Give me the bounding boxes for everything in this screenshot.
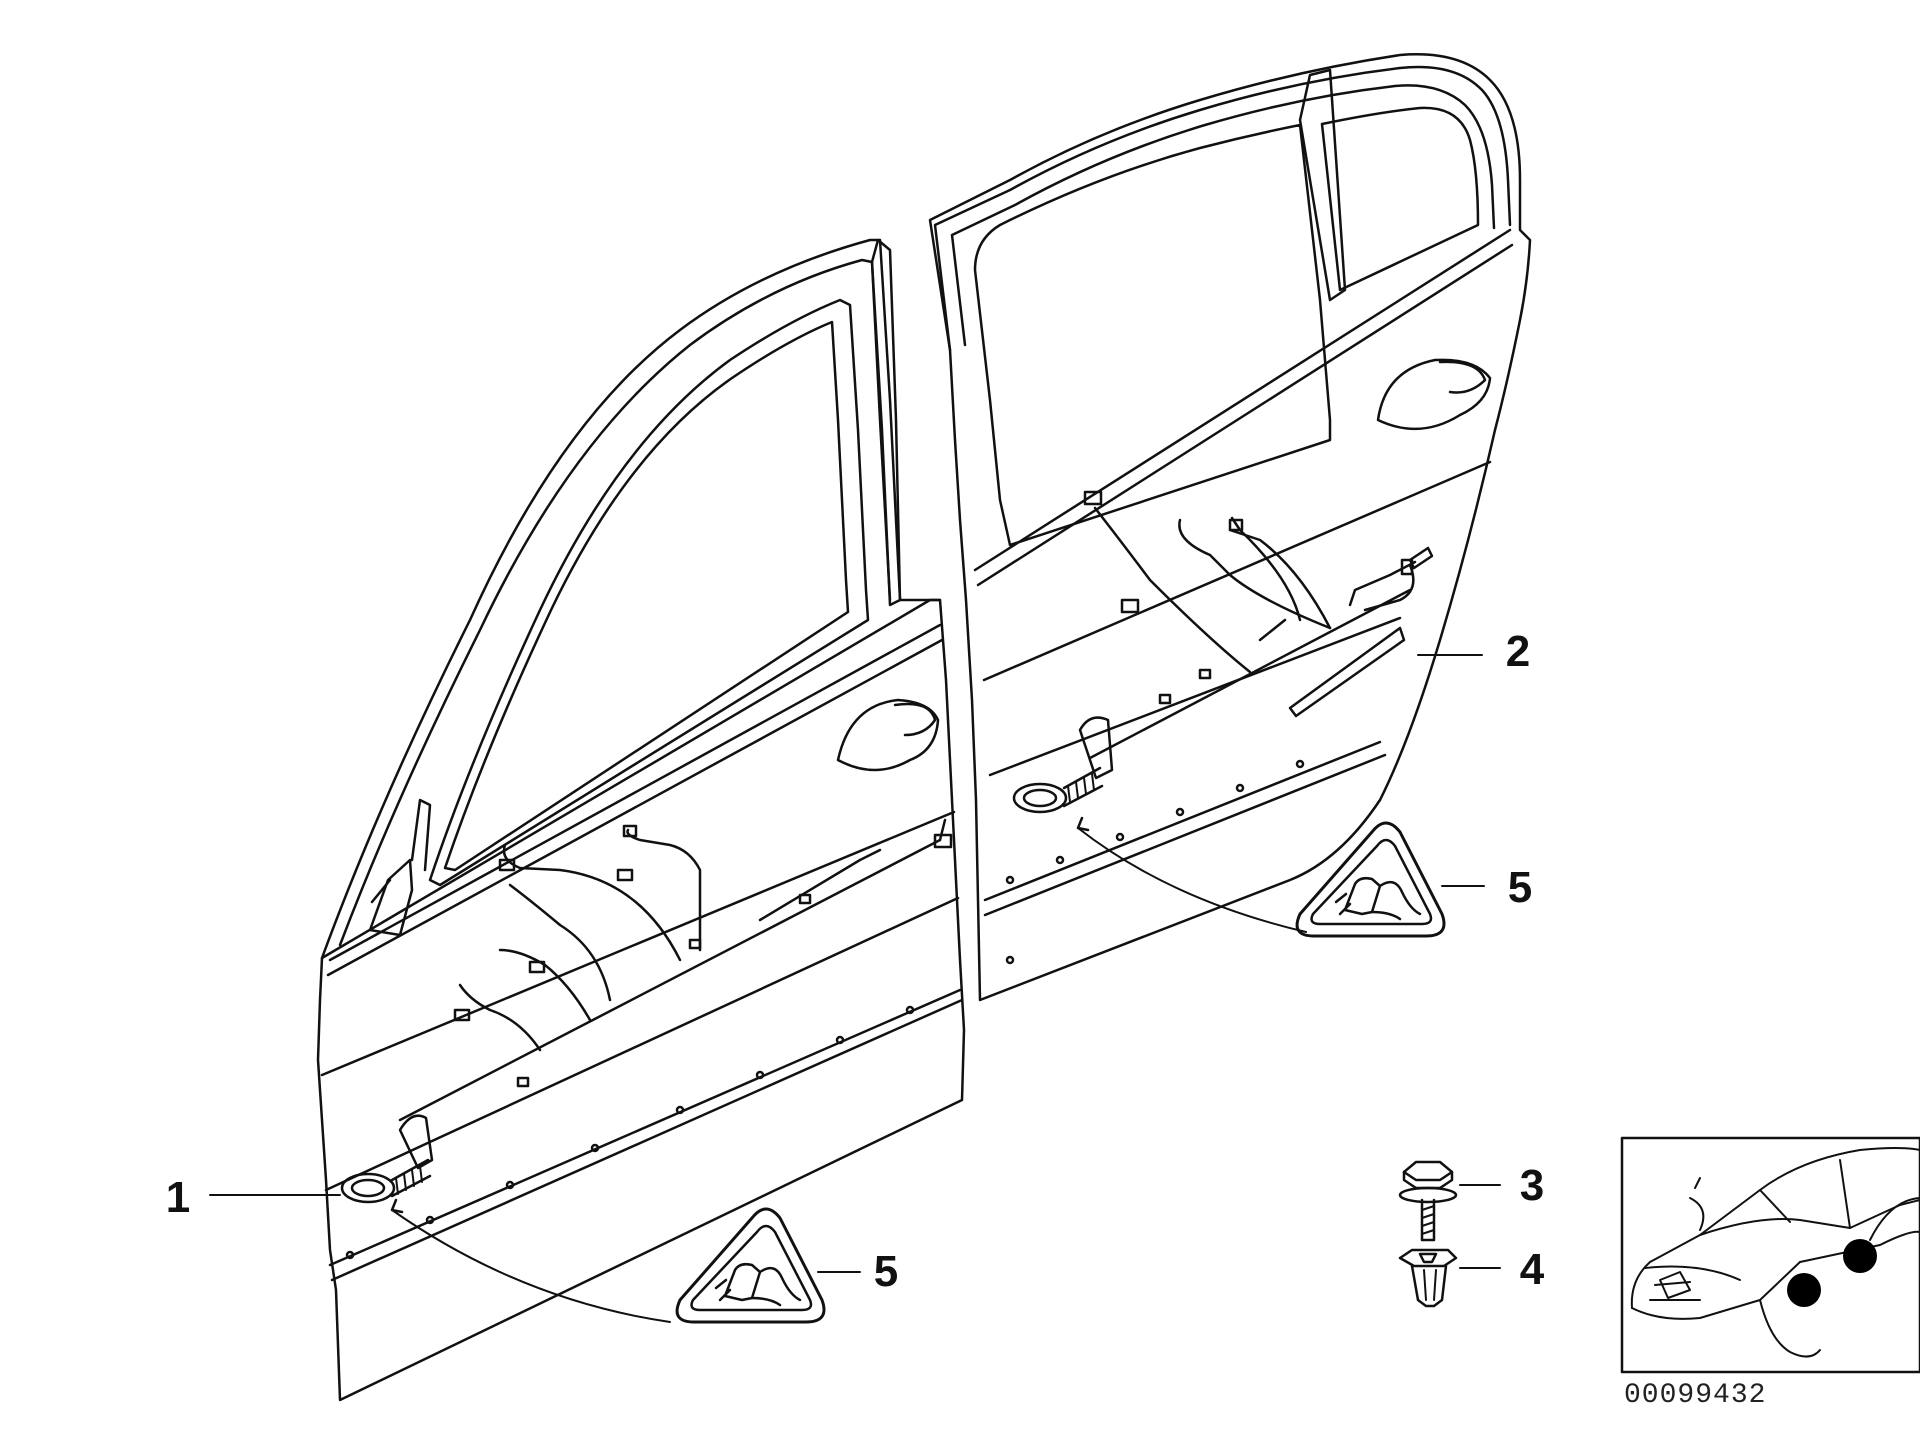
callout-5-front: 5 <box>874 1247 898 1296</box>
rear-door-glass <box>973 123 1332 547</box>
rear-door-beltline-2 <box>976 243 1514 587</box>
clip-nut-item-4 <box>1398 1248 1458 1308</box>
front-door-glass <box>428 298 870 887</box>
front-door-b-pillar <box>870 238 902 607</box>
reference-code: 00099432 <box>1624 1380 1766 1411</box>
rear-door-handle-inner <box>1438 360 1487 394</box>
callout-leaders <box>209 654 1501 1323</box>
rear-door-outline <box>928 53 1532 1002</box>
front-door-sill-2 <box>330 998 964 1282</box>
warning-triangle-rear <box>1295 821 1446 938</box>
leader-curve-front <box>391 1209 671 1323</box>
rear-grommet <box>1012 716 1114 814</box>
rear-door-clip-holes <box>1005 759 1305 965</box>
front-door-frame-outer <box>320 238 942 960</box>
door-marker-front <box>1787 1273 1821 1307</box>
front-door-glass-inner <box>443 320 850 872</box>
front-door-crease-2 <box>324 896 960 1192</box>
door-marker-rear <box>1843 1239 1877 1273</box>
front-door-outline <box>316 598 966 1402</box>
leader-curve-rear <box>1077 827 1307 933</box>
front-door-harness <box>340 818 953 1204</box>
rear-door-frame-outer <box>933 65 1512 352</box>
rear-door-handle <box>1376 358 1492 431</box>
rear-door-beltline <box>973 228 1512 572</box>
rear-door-divider <box>1298 68 1347 302</box>
bolt-item-3 <box>1398 1160 1458 1242</box>
callout-4: 4 <box>1520 1245 1545 1294</box>
inset-frame <box>1620 1136 1920 1374</box>
rear-door-crease <box>982 460 1492 682</box>
connector-symbol-icon <box>1334 876 1422 921</box>
front-door <box>316 238 966 1402</box>
warning-triangle-front <box>675 1207 826 1324</box>
front-door-hinge <box>410 798 432 872</box>
front-door-crease <box>320 810 956 1077</box>
front-door-handle <box>836 698 940 772</box>
front-door-clip-holes <box>345 1005 915 1260</box>
rear-door-harness <box>1012 490 1434 814</box>
front-door-beltline <box>328 623 942 962</box>
rear-door-trim-strip <box>1288 626 1406 718</box>
front-door-frame-inner <box>338 258 892 947</box>
rear-door-frame-inner <box>950 84 1496 347</box>
rear-door-sill <box>983 740 1382 902</box>
locator-inset <box>1620 1136 1920 1374</box>
front-door-handle-inner <box>893 702 937 737</box>
callout-2: 2 <box>1506 627 1530 676</box>
callout-3: 3 <box>1520 1161 1544 1210</box>
connector-symbol-icon <box>714 1262 802 1307</box>
car-outline <box>1630 1147 1920 1358</box>
rear-door-quarter-glass <box>1320 106 1480 292</box>
rear-door-crease-2 <box>988 616 1402 777</box>
front-door-beltline-2 <box>326 638 944 977</box>
rear-door <box>928 53 1532 1002</box>
front-grommet <box>340 1114 434 1204</box>
callout-1: 1 <box>166 1173 190 1222</box>
callout-5-rear: 5 <box>1508 863 1532 912</box>
front-door-mirror-mount <box>368 858 414 937</box>
front-door-sill <box>328 988 962 1267</box>
rear-door-sill-2 <box>983 753 1387 917</box>
